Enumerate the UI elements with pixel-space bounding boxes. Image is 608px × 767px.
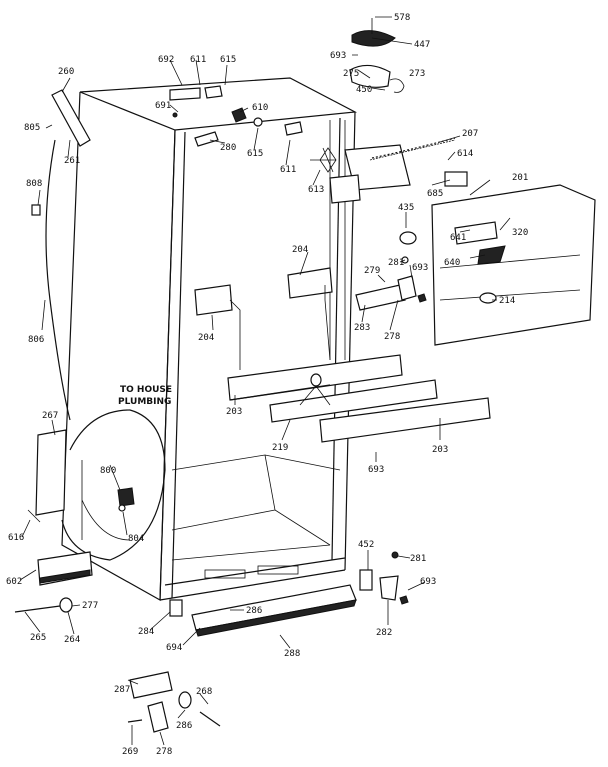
control-panel-plate <box>431 184 596 346</box>
label-615-mid: 615 <box>247 149 263 159</box>
label-265: 265 <box>30 633 46 643</box>
label-693-mid: 693 <box>412 263 428 273</box>
shelf-rails <box>227 354 491 443</box>
label-450: 450 <box>356 85 372 95</box>
label-278-bottom: 278 <box>156 747 172 757</box>
label-691: 691 <box>155 101 171 111</box>
label-452: 452 <box>358 540 374 550</box>
label-207: 207 <box>462 129 478 139</box>
water-valve <box>117 487 135 512</box>
label-267: 267 <box>42 411 58 421</box>
label-214: 214 <box>499 296 515 306</box>
label-685: 685 <box>427 189 443 199</box>
label-282: 282 <box>376 628 392 638</box>
label-615-top: 615 <box>220 55 236 65</box>
label-804: 804 <box>128 534 144 544</box>
label-693-shelf: 693 <box>368 465 384 475</box>
label-435: 435 <box>398 203 414 213</box>
label-611-mid: 611 <box>280 165 296 175</box>
label-204-right: 204 <box>292 245 308 255</box>
bottom-grille <box>169 551 409 637</box>
label-287: 287 <box>114 685 130 695</box>
left-side-parts <box>14 429 93 613</box>
label-275: 275 <box>343 69 359 79</box>
label-320: 320 <box>512 228 528 238</box>
damper-control-parts <box>355 231 427 311</box>
label-268: 268 <box>196 687 212 697</box>
label-613: 613 <box>308 185 324 195</box>
label-260: 260 <box>58 67 74 77</box>
label-610: 610 <box>252 103 268 113</box>
label-805: 805 <box>24 123 40 133</box>
label-264: 264 <box>64 635 80 645</box>
note-plumbing: PLUMBING <box>118 397 171 407</box>
label-808: 808 <box>26 179 42 189</box>
leader-lines <box>19 16 511 746</box>
label-641: 641 <box>450 233 466 243</box>
label-693-bottom: 693 <box>420 577 436 587</box>
label-616: 616 <box>8 533 24 543</box>
top-hinge-parts <box>169 85 303 147</box>
label-288: 288 <box>284 649 300 659</box>
label-578: 578 <box>394 13 410 23</box>
water-line <box>31 89 91 421</box>
loose-hardware <box>127 671 221 733</box>
fan-motor-assembly <box>310 137 468 204</box>
label-273: 273 <box>409 69 425 79</box>
label-281-mid: 281 <box>388 258 404 268</box>
label-219: 219 <box>272 443 288 453</box>
label-800: 800 <box>100 466 116 476</box>
label-286-grille: 286 <box>246 606 262 616</box>
label-447: 447 <box>414 40 430 50</box>
label-283: 283 <box>354 323 370 333</box>
label-204-left: 204 <box>198 333 214 343</box>
label-693-top: 693 <box>330 51 346 61</box>
label-280: 280 <box>220 143 236 153</box>
label-277: 277 <box>82 601 98 611</box>
label-269: 269 <box>122 747 138 757</box>
label-201: 201 <box>512 173 528 183</box>
label-203-left: 203 <box>226 407 242 417</box>
label-692: 692 <box>158 55 174 65</box>
label-806: 806 <box>28 335 44 345</box>
label-279: 279 <box>364 266 380 276</box>
label-281-bottom: 281 <box>410 554 426 564</box>
label-640: 640 <box>444 258 460 268</box>
label-602: 602 <box>6 577 22 587</box>
label-614: 614 <box>457 149 473 159</box>
label-261: 261 <box>64 156 80 166</box>
label-284: 284 <box>138 627 154 637</box>
label-286-bottom: 286 <box>176 721 192 731</box>
label-611-top: 611 <box>190 55 206 65</box>
shelf-brackets <box>194 267 333 370</box>
thermostat-housing <box>349 18 405 93</box>
label-278-mid: 278 <box>384 332 400 342</box>
label-203-right: 203 <box>432 445 448 455</box>
note-to-house: TO HOUSE <box>120 385 172 395</box>
label-694: 694 <box>166 643 182 653</box>
